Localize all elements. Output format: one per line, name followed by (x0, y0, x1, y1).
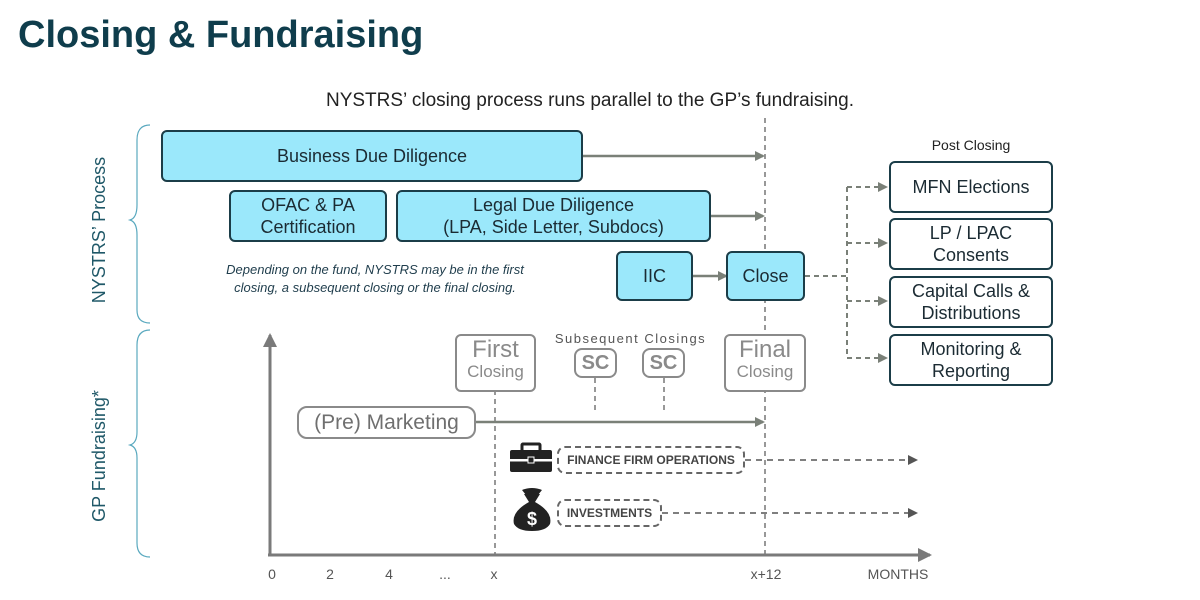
sc-label: SC (581, 351, 610, 374)
svg-text:$: $ (527, 509, 537, 529)
closing-note-line1: Depending on the fund, NYSTRS may be in … (226, 262, 524, 277)
subsequent-closing-badge: SC (642, 348, 685, 378)
monitoring-reporting-box: Monitoring & Reporting (889, 334, 1053, 386)
process-side-label: NYSTRS’ Process (89, 156, 109, 304)
fundraising-side-label: GP Fundraising* (89, 390, 109, 522)
money-bag-icon: $ (513, 488, 551, 531)
first-closing-box: First Closing (455, 334, 536, 392)
investments-box: INVESTMENTS (557, 499, 662, 527)
x-tick-label: 0 (268, 566, 276, 582)
closing-note-line2: closing, a subsequent closing or the fin… (234, 280, 516, 295)
close-box: Close (726, 251, 805, 301)
process-bracket (127, 124, 151, 324)
close-label: Close (742, 266, 789, 286)
post-item-line1: MFN Elections (912, 177, 1030, 197)
x-tick-label: ... (439, 566, 451, 582)
business-due-diligence-box: Business Due Diligence (161, 130, 583, 182)
closing-note: Depending on the fund, NYSTRS may be in … (190, 261, 560, 297)
business-due-diligence-label: Business Due Diligence (276, 146, 468, 166)
x-tick-label: x (490, 566, 498, 582)
post-item-line2: Reporting (931, 361, 1011, 381)
subsequent-closing-badge: SC (574, 348, 617, 378)
diagram-subtitle: NYSTRS’ closing process runs parallel to… (325, 90, 855, 111)
iic-label: IIC (642, 266, 666, 286)
legal-due-diligence-box: Legal Due Diligence (LPA, Side Letter, S… (396, 190, 711, 242)
ofac-line2: Certification (260, 217, 356, 237)
mfn-elections-box: MFN Elections (889, 161, 1053, 213)
pre-marketing-label: (Pre) Marketing (314, 410, 459, 434)
post-item-line2: Distributions (921, 303, 1021, 323)
briefcase-icon (510, 442, 552, 472)
x-tick-label: 2 (326, 566, 334, 582)
x-tick-label: 4 (385, 566, 393, 582)
final-closing-small: Closing (736, 362, 794, 381)
x-axis-unit-label: MONTHS (867, 566, 929, 582)
legal-line2: (LPA, Side Letter, Subdocs) (443, 217, 664, 237)
sc-label: SC (649, 351, 678, 374)
finance-firm-operations-label: FINANCE FIRM OPERATIONS (567, 453, 735, 467)
first-closing-big: First (472, 336, 519, 363)
iic-box: IIC (616, 251, 693, 301)
finance-firm-operations-box: FINANCE FIRM OPERATIONS (557, 446, 745, 474)
legal-line1: Legal Due Diligence (472, 195, 635, 215)
capital-calls-box: Capital Calls & Distributions (889, 276, 1053, 328)
pre-marketing-box: (Pre) Marketing (297, 406, 476, 439)
final-closing-big: Final (738, 336, 792, 363)
investments-label: INVESTMENTS (566, 506, 653, 520)
fundraising-bracket (127, 329, 151, 558)
subsequent-closings-label: Subsequent Closings (554, 331, 707, 346)
lp-lpac-consents-box: LP / LPAC Consents (889, 218, 1053, 270)
x-tick-label: x+12 (750, 566, 782, 582)
post-item-line1: LP / LPAC (929, 223, 1013, 243)
post-closing-connectors (805, 182, 888, 363)
post-closing-heading: Post Closing (931, 137, 1011, 153)
post-item-line1: Monitoring & (920, 339, 1022, 359)
ofac-line1: OFAC & PA (261, 195, 355, 215)
page-title: Closing & Fundraising (18, 14, 424, 56)
ofac-certification-box: OFAC & PA Certification (229, 190, 387, 242)
post-item-line2: Consents (932, 245, 1010, 265)
first-closing-small: Closing (467, 362, 524, 381)
post-item-line1: Capital Calls & (911, 281, 1031, 301)
final-closing-box: Final Closing (724, 334, 806, 392)
